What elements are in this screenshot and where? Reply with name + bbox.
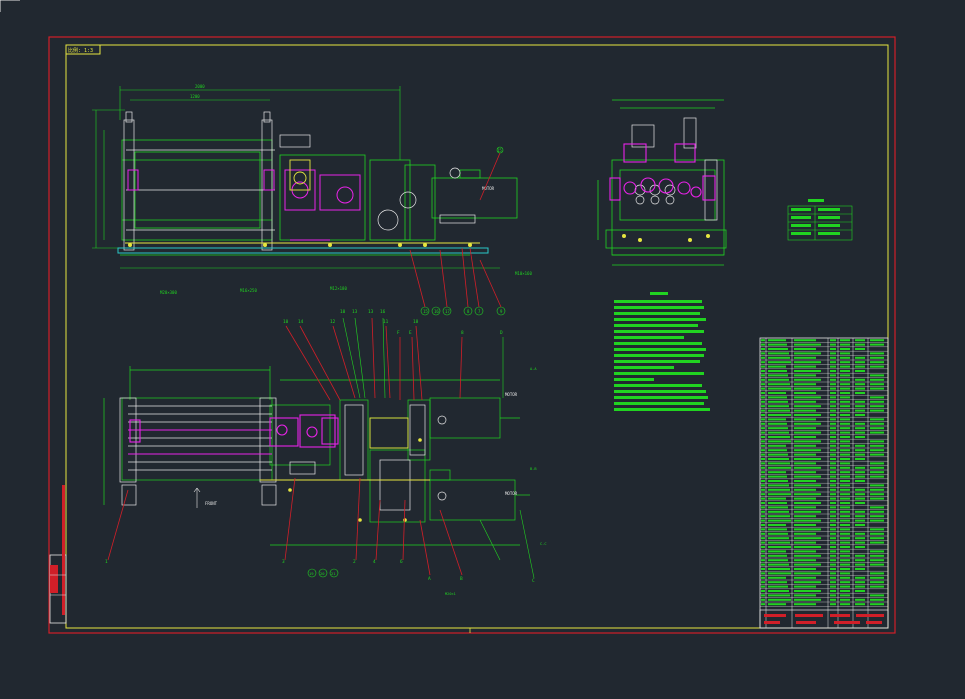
callout-C: C (532, 578, 535, 584)
callout-14: 14 (298, 319, 304, 325)
balloon-19: 19 (309, 571, 314, 576)
svg-text:M12×180: M12×180 (330, 286, 347, 291)
callout-4: 4 (373, 559, 376, 565)
callout-6: 6 (400, 559, 403, 565)
balloon-20: 20 (320, 571, 325, 576)
svg-text:MOTOR: MOTOR (482, 186, 495, 191)
svg-text:MOTOR: MOTOR (505, 392, 518, 397)
balloon-16: 16 (434, 309, 439, 314)
scale-box: 比例: 1:3 (65, 44, 101, 55)
balloon-15b: 15 (497, 148, 502, 153)
callout-A: A (428, 576, 431, 582)
side-view (597, 99, 727, 266)
svg-text:C-C: C-C (540, 542, 547, 546)
callout-10b: 10 (340, 309, 346, 315)
svg-text:MOTOR: MOTOR (505, 491, 518, 496)
callout-1: 1 (105, 559, 108, 565)
balloon-21: 21 (331, 571, 336, 576)
bottom-callouts: 1 3 2 4 6 A B C 19 (105, 477, 535, 596)
scale-label: 比例: 1:3 (68, 47, 93, 54)
ucs-marker (0, 0, 20, 12)
balloon-17: 17 (445, 309, 450, 314)
callout-F: F (397, 330, 400, 336)
plan-view: FRONT MOTOR MOTOR A-A B-B C-C (103, 366, 547, 546)
svg-text:M10×160: M10×160 (515, 271, 532, 276)
svg-text:B-B: B-B (530, 467, 537, 471)
callout-16: 16 (380, 309, 386, 315)
svg-text:FRONT: FRONT (205, 501, 218, 506)
balloon-7: 7 (478, 309, 481, 314)
parts-list (759, 337, 889, 629)
parameter-table (787, 205, 853, 241)
svg-text:1200: 1200 (190, 94, 200, 99)
callout-2: 2 (353, 559, 356, 565)
upper-balloons (420, 146, 506, 316)
callout-13b: 13 (368, 309, 374, 315)
callout-13a: 13 (352, 309, 358, 315)
technical-notes (614, 292, 710, 411)
front-view: MOTOR 2000 1200 M20×300 M16×250 M12×180 … (92, 84, 532, 316)
svg-text:M16×250: M16×250 (240, 288, 257, 293)
callout-E: E (409, 330, 412, 336)
svg-text:A-A: A-A (530, 367, 537, 371)
balloon-9: 9 (500, 309, 503, 314)
balloon-8: 8 (467, 309, 470, 314)
callout-10a: 10 (283, 319, 289, 325)
callout-3: 3 (282, 559, 285, 565)
callout-B: B (460, 576, 463, 582)
callout-11: 11 (383, 319, 389, 325)
balloon-15: 15 (423, 309, 428, 314)
callout-8: 8 (461, 330, 464, 336)
svg-text:2000: 2000 (195, 84, 205, 89)
callout-18: 18 (413, 319, 419, 325)
callout-12: 12 (330, 319, 336, 325)
svg-text:M20×1: M20×1 (445, 592, 456, 596)
binding-strip (49, 485, 67, 624)
paper-frame (48, 36, 896, 634)
svg-text:M20×300: M20×300 (160, 290, 177, 295)
top-callouts: 10 14 12 10 13 13 16 11 F E 18 8 D (283, 309, 504, 401)
callout-D: D (500, 330, 503, 336)
